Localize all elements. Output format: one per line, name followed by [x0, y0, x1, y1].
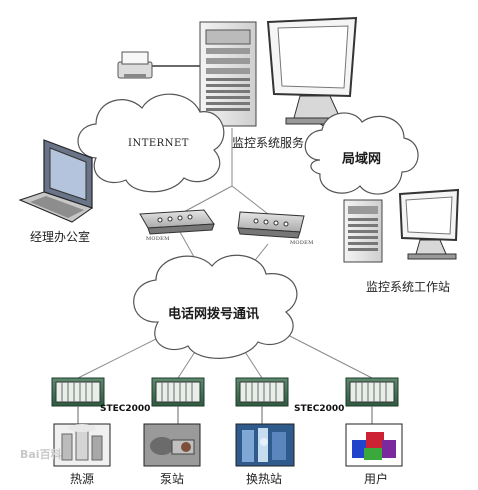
modem-left-label: MODEM — [146, 236, 170, 242]
watermark-logo: Bai百科 — [20, 448, 62, 461]
lan-cloud — [304, 112, 419, 195]
hub-modem-left-line — [179, 185, 233, 215]
rtu-controller-4 — [345, 377, 399, 407]
internet-cloud — [77, 93, 225, 193]
dialup-cloud-label: 电话网拨号通讯 — [168, 307, 260, 322]
station-label-heat-exchange: 换热站 — [246, 472, 283, 486]
stec-left-label: STEC2000 — [100, 404, 151, 414]
rtu-controller-1 — [51, 377, 105, 407]
rtu-controller-2 — [151, 377, 205, 407]
station-label-heat-source: 热源 — [70, 472, 95, 486]
monitor-server-label: 监控系统服务 — [232, 136, 305, 150]
server-tower-icon — [199, 21, 257, 127]
monitor-workstation-label: 监控系统工作站 — [366, 280, 451, 294]
pump-station-photo — [143, 423, 201, 467]
station-label-user: 用户 — [364, 472, 389, 486]
hub-modem-right-line — [231, 185, 269, 215]
lan-cloud-label: 局域网 — [342, 152, 382, 167]
monitor-icon — [266, 16, 358, 125]
modem-left-icon — [139, 209, 215, 235]
workstation-monitor-icon — [398, 188, 460, 260]
heat-source-photo — [53, 423, 111, 467]
workstation-tower-icon — [343, 199, 383, 263]
connection-lines — [77, 65, 373, 379]
modem-right-label: MODEM — [290, 240, 314, 246]
rtu-controller-3 — [235, 377, 289, 407]
dialup-cloud — [133, 254, 298, 359]
manager-office-label: 经理办公室 — [30, 230, 91, 244]
stec-right-label: STEC2000 — [294, 404, 345, 414]
laptop-icon — [18, 139, 94, 223]
heat-exchange-station-photo — [235, 423, 295, 467]
station-label-pump: 泵站 — [160, 472, 185, 486]
internet-cloud-label: INTERNET — [128, 138, 189, 149]
user-photo — [345, 423, 403, 467]
printer-icon — [117, 51, 153, 79]
modem-right-icon — [237, 211, 305, 239]
